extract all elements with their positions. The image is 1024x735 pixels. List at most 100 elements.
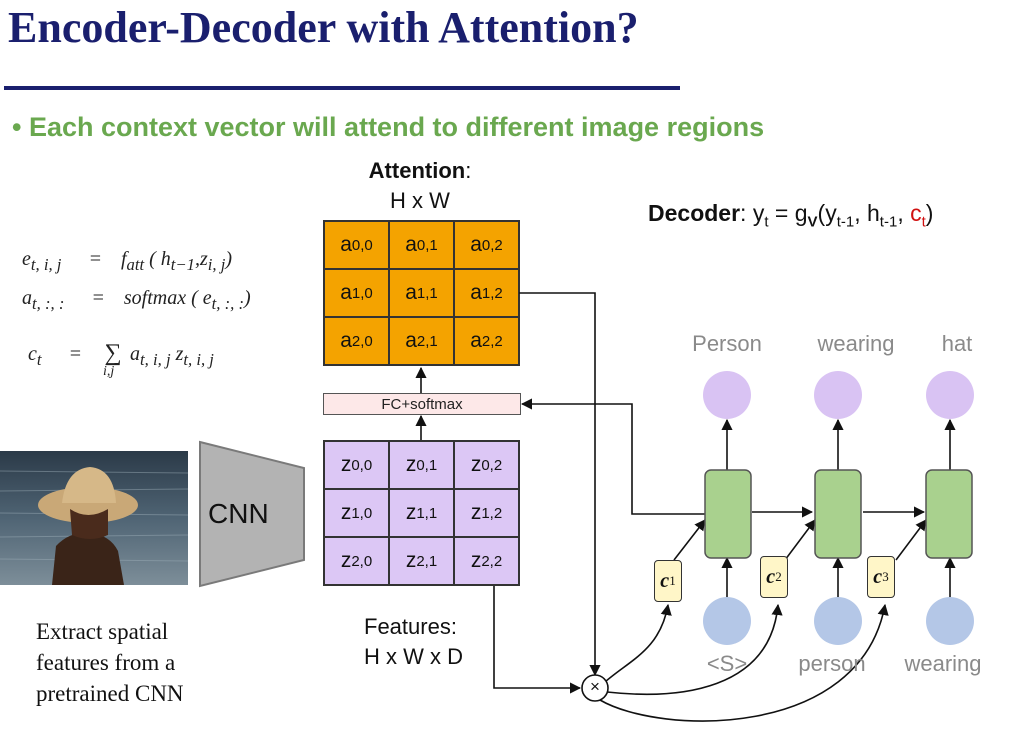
- eq-equals: =: [91, 287, 105, 309]
- eq-symbol: y: [752, 200, 765, 226]
- rnn-cell: [925, 469, 973, 559]
- cell-letter: a: [470, 281, 482, 304]
- input-node: [926, 597, 974, 645]
- input-node: [814, 597, 862, 645]
- features-label-line2: H x W x D: [364, 644, 463, 669]
- cell-letter: a: [405, 281, 417, 304]
- eq-text: , h: [854, 200, 880, 226]
- eq-subscript: t-1: [836, 213, 855, 231]
- cell-letter: a: [470, 329, 482, 352]
- eq-subscript: i,j: [103, 364, 115, 379]
- cell-subscript: 1,1: [416, 504, 438, 522]
- cell-subscript: 1,2: [481, 504, 503, 522]
- cell-letter: z: [340, 453, 352, 476]
- cell-subscript: 0,2: [481, 236, 503, 254]
- eq-subscript: i, j: [207, 255, 226, 274]
- eq-subscript: t, :, :: [32, 294, 65, 313]
- eq-subscript: att: [126, 255, 145, 274]
- eq-subscript: V: [807, 213, 818, 231]
- cell-subscript: 0,1: [416, 236, 438, 254]
- decoder-label: Decoder: [648, 200, 741, 226]
- attention-colon: :: [465, 158, 472, 183]
- cell-subscript: 2,2: [481, 332, 503, 350]
- cell-letter: z: [340, 501, 352, 524]
- eq-text: ( h: [149, 248, 171, 270]
- features-label: Features: H x W x D: [364, 612, 463, 672]
- rnn-cell: [704, 469, 752, 559]
- features-label-line1: Features:: [364, 614, 457, 639]
- eq-subscript: t, i, j: [183, 350, 214, 369]
- bullet-point: • Each context vector will attend to dif…: [12, 112, 765, 142]
- cell-letter: a: [405, 233, 417, 256]
- cell-letter: z: [470, 501, 482, 524]
- eq-symbol: a: [130, 343, 141, 365]
- output-word-2: wearing: [817, 331, 895, 356]
- cell-subscript: 2,0: [351, 552, 373, 570]
- eq-subscript: t, i, j: [140, 350, 171, 369]
- attention-title-text: Attention: [368, 158, 466, 183]
- input-word-1: <S>: [706, 651, 748, 676]
- cell-letter: z: [405, 501, 417, 524]
- eq-symbol: c: [28, 343, 37, 365]
- ctx-subscript: 3: [882, 569, 889, 584]
- eq-subscript: t−1: [170, 255, 195, 274]
- rnn-cell: [814, 469, 862, 559]
- caption-line: pretrained CNN: [36, 681, 184, 706]
- ctx-subscript: 2: [775, 569, 782, 584]
- eq-text: = g: [768, 200, 808, 226]
- sum-symbol: ∑: [104, 340, 122, 366]
- fc-softmax-box: FC+softmax: [323, 393, 521, 415]
- cell-subscript: 1,0: [351, 504, 373, 522]
- output-node: [926, 371, 974, 419]
- eq-symbol: c: [910, 200, 922, 226]
- cell-letter: a: [340, 281, 352, 304]
- eq-subscript: t: [36, 350, 42, 369]
- cell-letter: z: [405, 453, 417, 476]
- eq-subscript: t, :, :: [211, 294, 245, 313]
- eq-text: softmax ( e: [123, 287, 212, 309]
- attention-size: H x W: [390, 188, 450, 213]
- cell-subscript: 2,2: [481, 552, 503, 570]
- eq-equals: =: [88, 248, 102, 270]
- equation-energy: et, i, j = fatt ( ht−1,zi, j): [22, 248, 232, 275]
- cell-subscript: 0,2: [481, 456, 503, 474]
- cell-subscript: 1,1: [416, 284, 438, 302]
- eq-text: ): [925, 200, 934, 226]
- cell-subscript: 0,1: [416, 456, 438, 474]
- eq-subscript: t: [764, 213, 769, 231]
- multiply-symbol: ×: [590, 677, 600, 696]
- output-word-1: Person: [692, 331, 762, 356]
- eq-text: ): [244, 287, 251, 309]
- cell-letter: a: [405, 329, 417, 352]
- cell-subscript: 2,1: [416, 552, 438, 570]
- cell-letter: a: [470, 233, 482, 256]
- decoder-colon: :: [740, 200, 747, 226]
- cell-letter: z: [470, 453, 482, 476]
- input-node: [703, 597, 751, 645]
- eq-symbol: f: [120, 248, 127, 270]
- output-word-3: hat: [941, 331, 973, 356]
- cell-subscript: 1,2: [481, 284, 503, 302]
- eq-text: ,: [897, 200, 911, 226]
- eq-text: ): [225, 248, 233, 270]
- input-word-2: person: [798, 651, 866, 676]
- eq-symbol: z: [175, 343, 184, 365]
- output-node: [703, 371, 751, 419]
- equation-context: ct = ∑ i,j at, i, j zt, i, j: [28, 340, 214, 379]
- cnn-label: CNN: [208, 498, 269, 529]
